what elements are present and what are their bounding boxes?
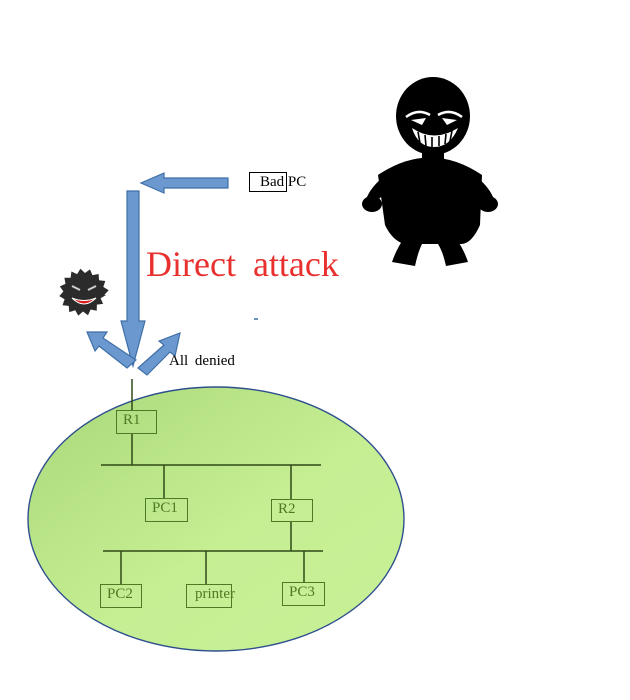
denied-label: All denied — [169, 353, 235, 369]
internal-network-area — [27, 386, 405, 652]
node-pc1: PC1 — [145, 498, 188, 522]
node-r2: R2 — [271, 499, 313, 522]
network-links — [101, 379, 323, 584]
arrow-icon — [86, 172, 229, 376]
bad-guy-icon — [362, 77, 498, 266]
node-r1: R1 — [116, 410, 157, 434]
bad-pc-label: Bad PC — [260, 174, 307, 190]
node-pc3: PC3 — [282, 582, 325, 606]
virus-icon — [59, 268, 109, 316]
node-printer: printer — [186, 584, 235, 608]
diagram-title: Direct attack — [146, 244, 339, 284]
bad-pc-box — [249, 172, 287, 192]
node-pc2: PC2 — [100, 584, 142, 608]
